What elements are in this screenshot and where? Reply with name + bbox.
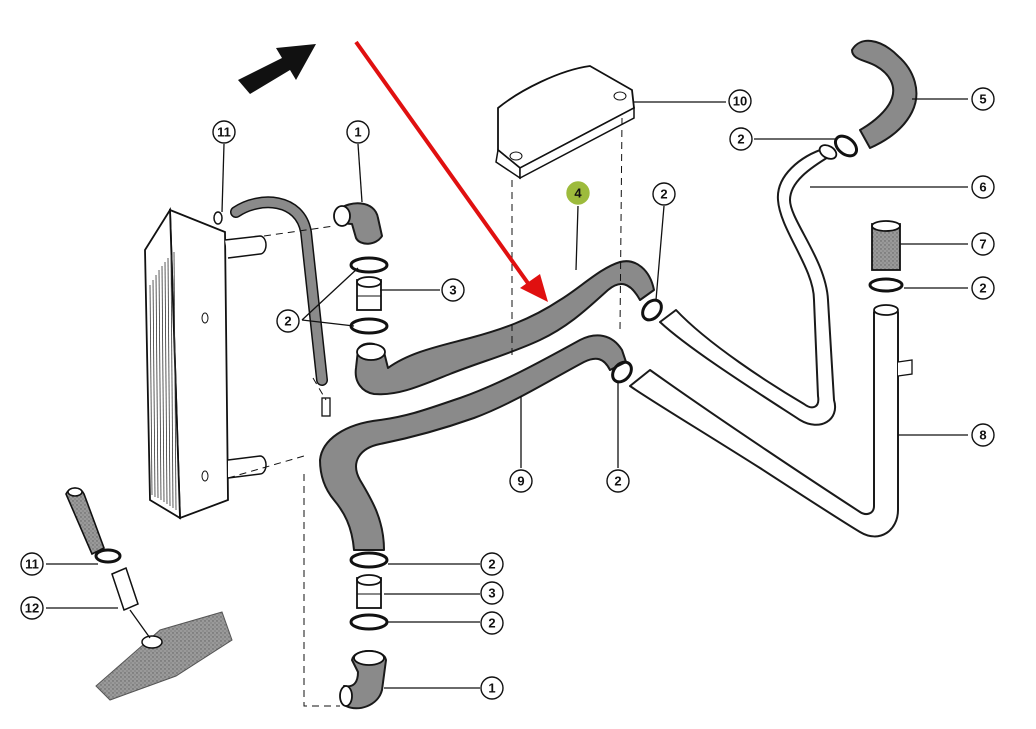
callout-number: 1: [354, 125, 361, 140]
callout-number: 3: [449, 283, 456, 298]
callout-number: 9: [517, 474, 524, 489]
callout-circle: [606, 469, 630, 493]
callout-c2-right: 2: [971, 276, 995, 300]
callout-number: 8: [979, 428, 986, 443]
callout-number: 12: [25, 601, 39, 616]
callout-c2-low-mid: 2: [606, 469, 630, 493]
callout-circle: [212, 120, 236, 144]
callout-circle: [971, 175, 995, 199]
callout-number: 5: [979, 92, 986, 107]
callout-number: 11: [25, 557, 39, 572]
callout-circle: [480, 611, 504, 635]
callout-c2-mid: 2: [729, 127, 753, 151]
radiator: [144, 207, 267, 520]
leader-lines: [46, 98, 968, 689]
callout-circle: [276, 309, 300, 333]
connector-tube: [356, 574, 382, 609]
callout-c2-left: 2: [276, 309, 300, 333]
callout-circle: [971, 87, 995, 111]
callout-c12: 12: [20, 596, 44, 620]
callout-c2-bottom-a: 2: [480, 552, 504, 576]
callout-c11-top: 11: [212, 120, 236, 144]
callout-circle: [728, 89, 752, 113]
alignment-line: [303, 474, 340, 707]
bleed-hose: [230, 196, 331, 417]
callout-circle: [346, 120, 370, 144]
callout-circle: [480, 581, 504, 605]
callout-number: 2: [284, 314, 291, 329]
callout-number: 1: [488, 681, 495, 696]
callout-number: 6: [979, 180, 986, 195]
callout-c7: 7: [971, 232, 995, 256]
clamp: [349, 256, 389, 274]
callout-circle: [441, 278, 465, 302]
hose-4: [354, 260, 655, 396]
bracket-10: [495, 65, 635, 360]
elbow-hose-bottom: [339, 650, 387, 710]
clamp: [611, 360, 633, 384]
callout-c2-bottom-b: 2: [480, 611, 504, 635]
callout-circle: [971, 423, 995, 447]
callout-number: 2: [614, 474, 621, 489]
direction-arrow-icon: [238, 44, 316, 94]
callout-circle: [971, 276, 995, 300]
drain-detail: [65, 487, 233, 701]
callout-number: 2: [488, 616, 495, 631]
hose-8: [629, 304, 913, 538]
callout-circle: [20, 596, 44, 620]
callout-circle: [971, 232, 995, 256]
callout-c9: 9: [509, 469, 533, 493]
callout-c10: 10: [728, 89, 752, 113]
hose-5: [851, 40, 918, 149]
elbow-hose-top: [333, 202, 383, 245]
clamp: [349, 317, 389, 335]
callout-c3-top: 3: [441, 278, 465, 302]
callout-number: 7: [979, 237, 986, 252]
callout-number: 2: [737, 132, 744, 147]
callout-c3-bottom: 3: [480, 581, 504, 605]
callout-c8: 8: [971, 423, 995, 447]
clamp: [833, 134, 859, 158]
hose-7: [871, 220, 901, 271]
callout-number: 3: [488, 586, 495, 601]
connector-tube: [356, 276, 382, 311]
callout-number: 2: [979, 281, 986, 296]
callout-c4: 4: [566, 181, 590, 205]
hose-6: [659, 144, 838, 426]
clamp: [641, 298, 663, 322]
hose-9: [319, 334, 627, 551]
callout-c2-upper-right: 2: [652, 182, 676, 206]
callout-number: 4: [574, 186, 582, 201]
callout-number: 10: [733, 94, 747, 109]
clamp: [349, 551, 389, 569]
callout-c1-bottom: 1: [480, 676, 504, 700]
pointer-arrow-icon: [354, 40, 548, 302]
callout-number: 2: [488, 557, 495, 572]
callout-number: 2: [660, 187, 667, 202]
clamp: [868, 277, 904, 293]
callout-circle: [20, 552, 44, 576]
callout-circle: [652, 182, 676, 206]
callout-c11-left: 11: [20, 552, 44, 576]
callout-circle: [480, 676, 504, 700]
clamp: [349, 613, 389, 631]
callout-circle: [509, 469, 533, 493]
callout-c5: 5: [971, 87, 995, 111]
callout-circle: [480, 552, 504, 576]
callout-circle: [729, 127, 753, 151]
callout-number: 11: [217, 125, 231, 140]
alignment-line: [227, 455, 305, 479]
callout-c6: 6: [971, 175, 995, 199]
callout-circle: [566, 181, 590, 205]
callout-c1-top: 1: [346, 120, 370, 144]
